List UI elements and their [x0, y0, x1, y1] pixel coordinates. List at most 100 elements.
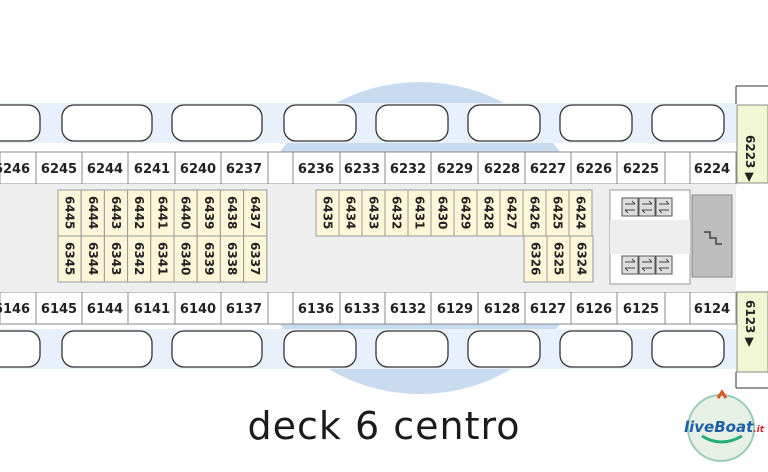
cabin-number: 6432	[390, 196, 404, 229]
cabin-number: 6129	[437, 302, 473, 317]
cabin-number: 6237	[226, 162, 262, 177]
outer-cabin-row-top	[0, 151, 737, 185]
edge-cabin-bottom-label: 6123 ▶	[743, 300, 757, 348]
cabin-number: 6440	[179, 196, 193, 229]
cabin-number: 6226	[576, 162, 612, 177]
deck-plan: 6246624562446241624062376236623362326229…	[0, 82, 768, 394]
edge-bracket-top	[735, 85, 768, 104]
lifeboats-bottom	[0, 330, 725, 368]
cabin-number: 6325	[552, 242, 566, 275]
inner-cabins-right-bottom: 6326 6325 6324	[523, 235, 594, 283]
cabin-number: 6338	[225, 242, 239, 275]
cabin-number: 6229	[437, 162, 473, 177]
cabin-number: 6425	[551, 196, 565, 229]
cabin-number: 6429	[459, 196, 473, 229]
cabin-row-bottom: 6146614561446141614061376136613361326129…	[0, 292, 730, 324]
cabin-number: 6228	[484, 162, 520, 177]
lifeboat	[171, 330, 263, 368]
cabin-number: 6430	[436, 196, 450, 229]
cabin-number: 6340	[179, 242, 193, 275]
deck-title: deck 6 centro	[247, 404, 521, 448]
inner-cabin	[569, 235, 594, 283]
cabin-number: 6141	[134, 302, 170, 317]
elevator-bank	[609, 189, 691, 285]
cabin-number: 6244	[87, 162, 123, 177]
cabin-number: 6326	[529, 242, 543, 275]
cabin-number: 6442	[132, 196, 146, 229]
cabin-number: 6342	[132, 242, 146, 275]
cabin-number: 6431	[413, 196, 427, 229]
cabin-number: 6240	[180, 162, 216, 177]
cabin-number: 6426	[528, 196, 542, 229]
cabin-number: 6144	[87, 302, 123, 317]
lifeboat	[61, 330, 153, 368]
cabin-number: 6132	[390, 302, 426, 317]
cabin-row-top: 6246624562446241624062376236623362326229…	[0, 152, 730, 184]
cabin-number: 6124	[694, 302, 730, 317]
cabin-number: 6324	[575, 242, 589, 275]
cabin-number: 6224	[694, 162, 730, 177]
cabin-number: 6343	[109, 242, 123, 275]
cabin-number: 6232	[390, 162, 426, 177]
inner-cabin	[243, 235, 268, 283]
edge-cabin-top	[736, 104, 768, 184]
lifeboat	[467, 330, 541, 368]
cabin-number: 6133	[344, 302, 380, 317]
cabin-number: 6227	[530, 162, 566, 177]
logo-text: liveBoat.it	[684, 418, 764, 436]
lifeboats-top	[0, 104, 725, 142]
cabin-number: 6140	[180, 302, 216, 317]
liveboat-logo	[687, 389, 755, 462]
lifeboat	[61, 104, 153, 142]
cabin-number: 6136	[298, 302, 334, 317]
lifeboat	[559, 330, 633, 368]
cabin-number: 6435	[321, 196, 335, 229]
stairs-icon	[691, 194, 733, 278]
cabin-number: 6236	[298, 162, 334, 177]
inner-cabins-left-bottom: 6345 6344 6343 6342 6341 6340 6339 6338 6337	[57, 235, 268, 283]
cabin-number: 6437	[248, 196, 262, 229]
cabin-number: 6126	[576, 302, 612, 317]
lifeboat	[171, 104, 263, 142]
cabin-number: 6438	[225, 196, 239, 229]
lifeboat	[283, 104, 357, 142]
lifeboat	[0, 104, 41, 142]
cabin-number: 6241	[134, 162, 170, 177]
cabin-number: 6339	[202, 242, 216, 275]
cabin-number: 6337	[248, 242, 262, 275]
cabin-number: 6433	[367, 196, 381, 229]
cabin-number: 6444	[86, 196, 100, 229]
cabin-number: 6125	[623, 302, 659, 317]
lifeboat	[651, 330, 725, 368]
lifeboat	[375, 330, 449, 368]
cabin-number: 6341	[155, 242, 169, 275]
cabin-number: 6137	[226, 302, 262, 317]
cabin-number: 6441	[155, 196, 169, 229]
cabin-number: 6434	[344, 196, 358, 229]
cabin-number: 6245	[41, 162, 77, 177]
edge-cabin-top-label: 6223 ▶	[743, 135, 757, 183]
cabin-number: 6345	[63, 242, 77, 275]
outer-cabin-row-bottom	[0, 291, 737, 325]
cabin-number: 6424	[574, 196, 588, 229]
cabin-number: 6127	[530, 302, 566, 317]
inner-cabins-left-top: 6445 6444 6443 6442 6441 6440 6439 6438 6437	[57, 189, 268, 237]
logo-tld: .it	[753, 425, 765, 435]
cabin-number: 6344	[86, 242, 100, 275]
cabin-number: 6443	[109, 196, 123, 229]
cabin-number: 6145	[41, 302, 77, 317]
cabin-number: 6225	[623, 162, 659, 177]
cabin-number: 6246	[0, 162, 30, 177]
logo-main: liveBoat	[684, 418, 754, 436]
cabin-number: 6445	[63, 196, 77, 229]
lifeboat	[0, 330, 41, 368]
lifeboat	[651, 104, 725, 142]
edge-bracket-bottom	[735, 372, 768, 389]
lifeboat	[375, 104, 449, 142]
cabin-number: 6427	[505, 196, 519, 229]
cabin-number: 6128	[484, 302, 520, 317]
cabin-number: 6439	[202, 196, 216, 229]
edge-cabin-bottom	[736, 291, 768, 373]
lifeboat	[283, 330, 357, 368]
